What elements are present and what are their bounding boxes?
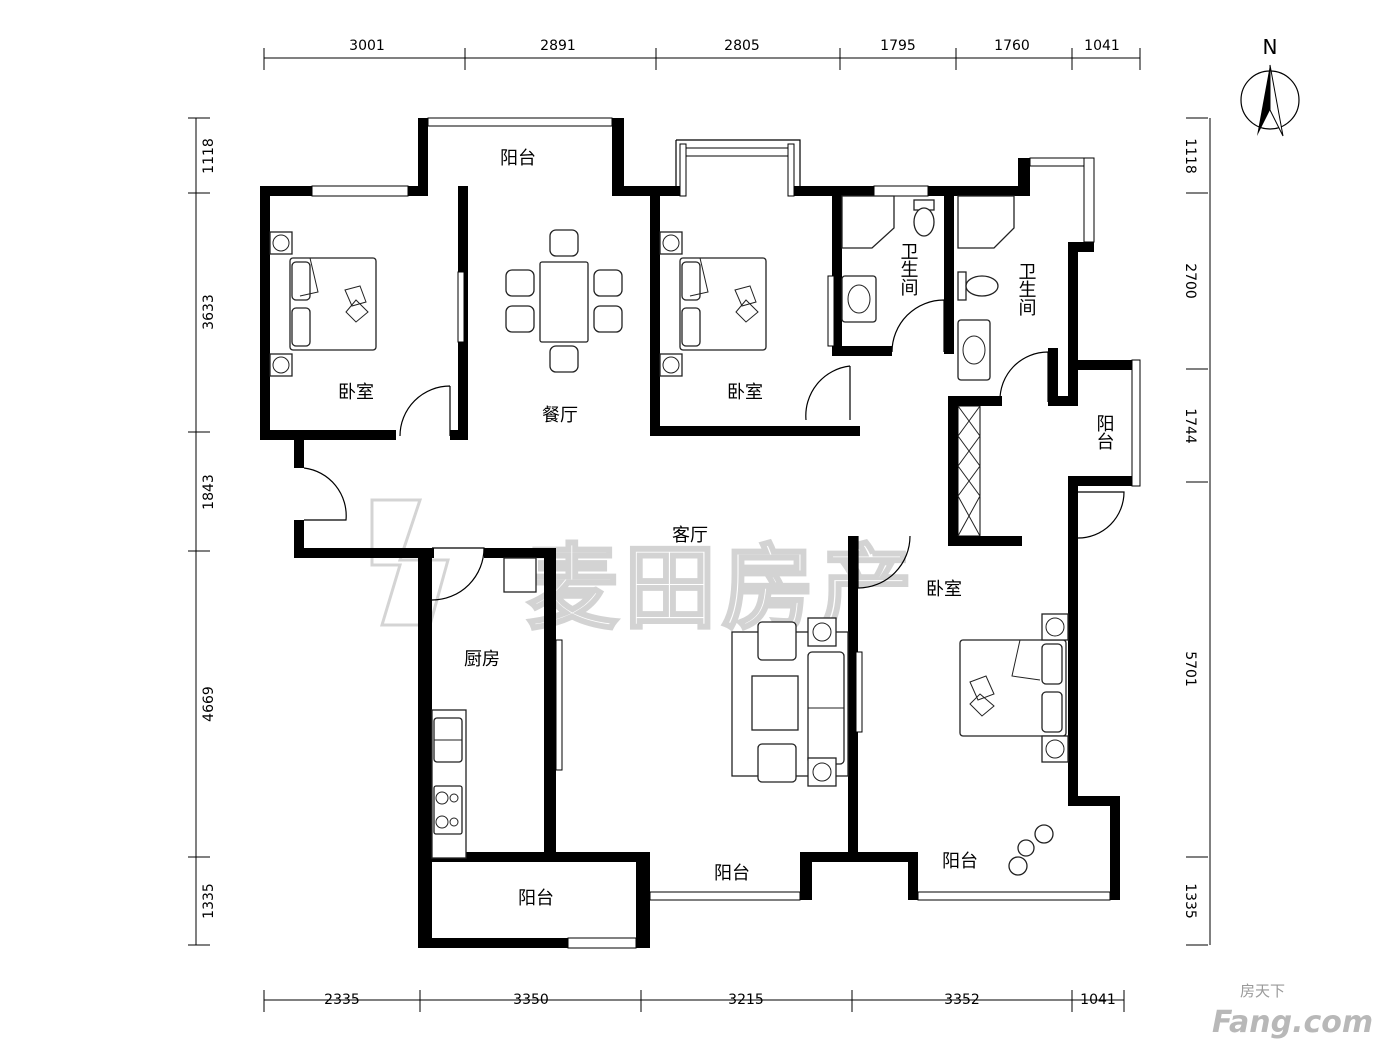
dimension-lines [188,48,1211,1012]
dim-right-5: 1335 [1182,883,1198,919]
dim-right-2: 2700 [1182,263,1198,299]
dim-top-4: 1795 [880,38,916,54]
dim-bottom-3: 3215 [728,992,764,1008]
label-dining: 餐厅 [542,405,578,426]
dim-left-3: 1843 [201,474,217,510]
dim-left-2: 3633 [201,294,217,330]
dim-left-1: 1118 [201,138,217,174]
dim-bottom-5: 1041 [1080,992,1116,1008]
label-balcony-sw: 阳台 [518,888,554,909]
bed-nw [269,231,377,377]
dim-bottom-2: 3350 [513,992,549,1008]
label-bath-2: 卫生间 [1016,262,1037,316]
room-labels: 阳台 卧室 餐厅 卧室 卫生间 卫生间 阳台 客厅 厨房 卧室 阳台 阳台 阳台 [338,148,1115,909]
label-bedroom-n: 卧室 [727,382,763,403]
dim-top-3: 2805 [724,38,760,54]
bath2-fixtures [957,195,1015,381]
label-bath-1: 卫生间 [898,242,919,296]
label-living: 客厅 [672,525,708,546]
windows [311,117,1141,949]
dimensions-left: 1118 3633 1843 4669 1335 [201,138,217,919]
label-balcony-s1: 阳台 [714,863,750,884]
dim-bottom-4: 3352 [944,992,980,1008]
dim-right-1: 1118 [1182,138,1198,174]
dim-right-3: 1744 [1182,408,1198,444]
sofa-set [731,617,849,787]
label-kitchen: 厨房 [464,649,500,670]
dim-top-6: 1041 [1084,38,1120,54]
dining-table [505,229,623,373]
north-label: N [1263,35,1278,59]
label-bedroom-nw: 卧室 [338,382,374,403]
doors [303,299,1125,601]
bed-se [959,613,1069,763]
dim-right-4: 5701 [1182,651,1198,687]
dimensions-right: 1118 2700 1744 5701 1335 [1182,138,1198,919]
kitchen-counter [431,557,537,859]
bed-n [659,231,767,377]
north-compass: N [1240,35,1300,137]
dimensions-bottom: 2335 3350 3215 3352 1041 [324,992,1116,1008]
brand-top-text: 房天下 [1240,982,1285,1000]
brand-main-text: Fang.com [1212,1005,1373,1040]
brand-logo: 房天下 Fang.com [1212,982,1373,1040]
dim-top-5: 1760 [994,38,1030,54]
dim-left-5: 1335 [201,883,217,919]
dim-left-4: 4669 [201,686,217,722]
label-balcony-top: 阳台 [500,148,536,169]
dim-top-2: 2891 [540,38,576,54]
dim-bottom-1: 2335 [324,992,360,1008]
balcony-chairs [1008,824,1054,876]
label-bedroom-se: 卧室 [926,579,962,600]
dimensions-top: 3001 2891 2805 1795 1760 1041 [349,38,1120,54]
dim-top-1: 3001 [349,38,385,54]
bath1-fixtures [841,195,935,323]
label-balcony-s2: 阳台 [942,851,978,872]
wardrobe [957,405,981,537]
label-balcony-east: 阳台 [1094,414,1115,450]
